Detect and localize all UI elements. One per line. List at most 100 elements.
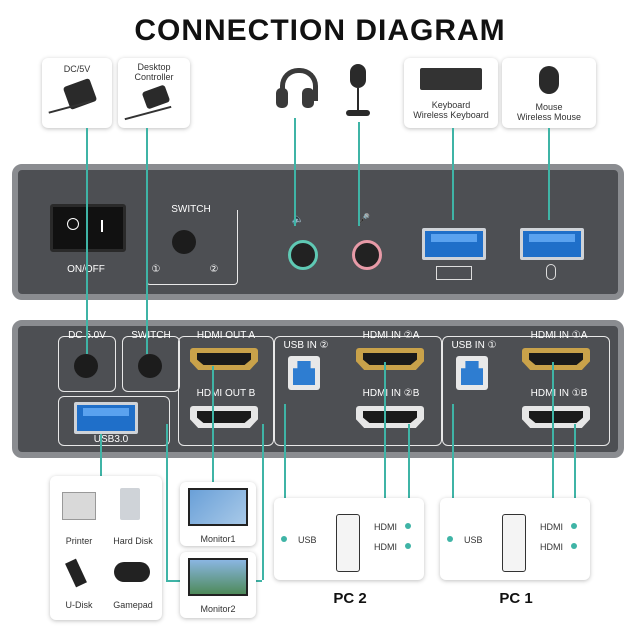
controller-icon	[141, 84, 171, 110]
desktop-controller-card: Desktop Controller	[118, 58, 190, 128]
hdmi-out-frame	[178, 336, 274, 446]
monitor2-icon	[188, 558, 248, 596]
pc1-card: USB HDMI HDMI	[440, 498, 590, 580]
pc2-label: PC 2	[333, 590, 367, 607]
pc-tower-icon	[502, 514, 526, 572]
connector-line	[212, 366, 214, 486]
hdmi-in-1b-label: HDMI IN ①B	[530, 388, 588, 399]
usb-peripherals-card: Printer Hard Disk U-Disk Gamepad	[50, 476, 162, 620]
keyboard-small-icon	[436, 266, 472, 280]
monitor2-card: Monitor2	[180, 552, 256, 618]
connector-line	[548, 128, 550, 220]
pc1-hdmi1-dot	[571, 523, 577, 529]
usb-in-2-port[interactable]	[288, 356, 320, 390]
hdmi-out-b-label: HDMI OUT B	[196, 388, 256, 399]
monitor1-card: Monitor1	[180, 482, 256, 546]
hdmi-in-2b-label: HDMI IN ②B	[362, 388, 420, 399]
hdmi-out-a-label: HDMI OUT A	[196, 330, 256, 341]
dc-label: DC/5V	[63, 64, 91, 74]
hdmi-out-a-port[interactable]	[190, 348, 258, 370]
hdmi-in-2a-port[interactable]	[356, 348, 424, 370]
headphone-jack[interactable]	[288, 240, 318, 270]
usb30-label: USB3.0	[93, 434, 129, 445]
connector-line	[146, 128, 148, 354]
hdmi-in-1a-port[interactable]	[522, 348, 590, 370]
pc1-hdmi1-label: HDMI	[540, 522, 563, 532]
pc2-usb-label: USB	[298, 535, 317, 545]
pc1-hdmi2-dot	[571, 543, 577, 549]
gamepad-label: Gamepad	[113, 600, 153, 610]
connector-line	[452, 128, 454, 220]
pc-tower-icon	[336, 514, 360, 572]
connector-line	[452, 404, 454, 540]
microphone-jack[interactable]	[352, 240, 382, 270]
hdmi-in-2b-port[interactable]	[356, 406, 424, 428]
mouse-icon	[539, 66, 559, 94]
usb30-frame	[58, 396, 170, 446]
pc2-card: USB HDMI HDMI	[274, 498, 424, 580]
hdmi-in-2a-label: HDMI IN ②A	[362, 330, 420, 341]
connector-line	[86, 128, 88, 354]
power-switch[interactable]	[50, 204, 126, 252]
monitor2-label: Monitor2	[200, 604, 236, 614]
usb-in-1-label: USB IN ①	[451, 340, 497, 351]
usb30-port[interactable]	[74, 402, 138, 434]
keyboard-usb-port[interactable]	[422, 228, 486, 260]
switch-one-label: ①	[151, 264, 161, 275]
pc1-usb-dot	[447, 536, 453, 542]
pc2-hdmi2-dot	[405, 543, 411, 549]
keyboard-card: Keyboard Wireless Keyboard	[404, 58, 498, 128]
hdmi-in-1b-port[interactable]	[522, 406, 590, 428]
pc1-hdmi2-label: HDMI	[540, 542, 563, 552]
front-panel: ON/OFF SWITCH ① ② 🔈 🎤	[12, 164, 624, 300]
connector-line	[262, 424, 264, 580]
mouse-small-icon	[546, 264, 556, 280]
power-on-icon	[67, 218, 79, 230]
hdmi-in-1a-label: HDMI IN ①A	[530, 330, 588, 341]
pc2-hdmi1-label: HDMI	[374, 522, 397, 532]
keyboard-icon	[420, 68, 482, 90]
pc2-usb-dot	[281, 536, 287, 542]
hard-disk-label: Hard Disk	[113, 536, 153, 546]
connector-line	[100, 434, 102, 476]
hdmi-out-b-port[interactable]	[190, 406, 258, 428]
desktop-controller-label: Desktop Controller	[134, 62, 174, 82]
printer-icon	[62, 492, 96, 520]
connector-line	[552, 362, 554, 524]
pc1-label: PC 1	[499, 590, 533, 607]
connector-line	[358, 122, 360, 226]
dc-port[interactable]	[74, 354, 98, 378]
hard-disk-icon	[120, 488, 140, 520]
usb-in-2-label: USB IN ②	[283, 340, 329, 351]
pc2-ports-frame	[274, 336, 442, 446]
monitor1-label: Monitor1	[200, 534, 236, 544]
connector-line	[408, 424, 410, 544]
mic-icon: 🎤	[357, 214, 371, 225]
switch-two-label: ②	[209, 264, 219, 275]
connector-line	[166, 424, 168, 580]
connector-line	[284, 404, 286, 540]
connector-line	[254, 580, 262, 582]
power-off-icon	[101, 220, 103, 232]
pc2-hdmi1-dot	[405, 523, 411, 529]
switch-title: SWITCH	[158, 204, 224, 215]
mouse-usb-port[interactable]	[520, 228, 584, 260]
switch-button[interactable]	[172, 230, 196, 254]
keyboard-label: Keyboard Wireless Keyboard	[413, 100, 489, 120]
udisk-icon	[65, 558, 87, 588]
mouse-card: Mouse Wireless Mouse	[502, 58, 596, 128]
gamepad-icon	[114, 562, 150, 582]
microphone-icon	[340, 62, 376, 118]
back-panel: DC 5.0V SWITCH USB3.0 HDMI OUT A HDMI OU…	[12, 320, 624, 458]
connector-line	[384, 362, 386, 524]
pc2-hdmi2-label: HDMI	[374, 542, 397, 552]
speaker-icon: 🔈	[291, 214, 305, 225]
usb-in-1-port[interactable]	[456, 356, 488, 390]
switch-port[interactable]	[138, 354, 162, 378]
connector-line	[574, 424, 576, 544]
switch-port-label: SWITCH	[131, 330, 171, 341]
connector-line	[166, 580, 180, 582]
monitor1-icon	[188, 488, 248, 526]
dc-card: DC/5V	[42, 58, 112, 128]
mouse-label: Mouse Wireless Mouse	[516, 102, 581, 122]
